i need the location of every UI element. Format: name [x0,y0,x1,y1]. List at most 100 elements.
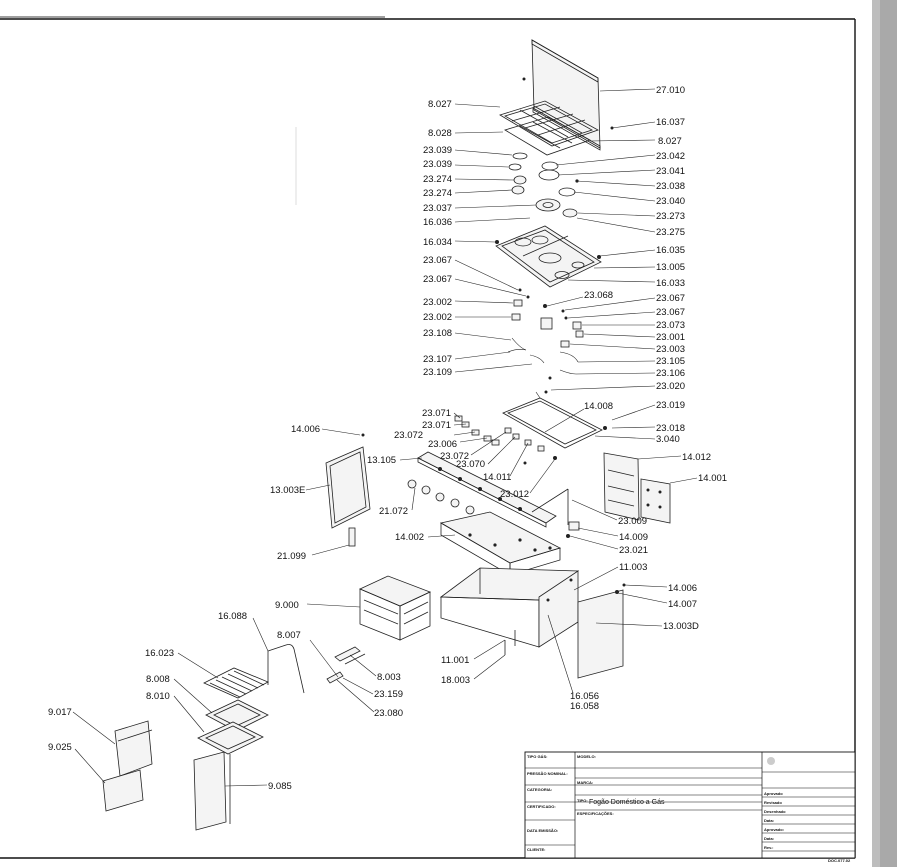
tb-rev: Rev.: [764,845,773,850]
callout-label: 8.027 [658,136,682,147]
callout-label: 23.020 [656,381,685,392]
callouts: 27.010 8.027 16.037 8.028 8.027 23.039 2… [48,85,727,792]
callout-label: 23.107 [423,354,452,365]
callout-label: 16.058 [570,701,599,712]
callout-label: 14.008 [584,401,613,412]
callout-label: 23.041 [656,166,685,177]
adjustable-foot [504,630,516,655]
callout-label: 8.007 [277,630,301,641]
callout-label: 23.274 [423,188,452,199]
right-margin-shadow [880,0,897,867]
company-logo-icon [767,757,775,765]
callout-label: 23.039 [423,145,452,156]
oven-burner [502,391,607,449]
oven-body [439,567,580,648]
gas-valves-stack [507,288,584,394]
callout-label: 9.017 [48,707,72,718]
callout-label: 14.007 [668,599,697,610]
right-side-panel [577,583,626,679]
tb-modelo: MODELO: [577,754,596,759]
tb-data-emissao: DATA EMISSÃO: [527,828,558,833]
callout-label: 9.000 [275,600,299,611]
callout-label: 27.010 [656,85,685,96]
oven-doors [102,720,231,831]
callout-label: 16.088 [218,611,247,622]
callout-label: 16.023 [145,648,174,659]
burner-grates [499,100,599,156]
callout-label: 23.106 [656,368,685,379]
callout-label: 21.099 [277,551,306,562]
callout-label: 23.018 [656,423,685,434]
tb-tipo-value: Fogão Doméstico a Gás [589,799,665,806]
callout-label: 23.067 [423,274,452,285]
callout-label: 14.006 [291,424,320,435]
tb-especificacoes: ESPECIFICAÇÕES: [577,811,614,816]
callout-label: 23.105 [656,356,685,367]
callout-label: 23.067 [423,255,452,266]
callout-label: 8.027 [428,99,452,110]
callout-label: 14.002 [395,532,424,543]
side-frames [603,452,671,524]
callout-label: 23.109 [423,367,452,378]
callout-label: 23.001 [656,332,685,343]
tb-categoria: CATEGORIA: [527,787,552,792]
tb-data2: Data: [764,836,774,841]
tb-doc-code: DOC.077.02 [828,858,851,863]
callout-label: 8.003 [377,672,401,683]
callout-label: 21.072 [379,506,408,517]
callout-label: 14.006 [668,583,697,594]
control-panel [417,451,557,528]
callout-label: 18.003 [441,675,470,686]
callout-label: 14.011 [483,472,511,483]
callout-label: 23.002 [423,297,452,308]
callout-label: 23.067 [656,293,685,304]
cooktop [495,225,602,288]
callout-label: 23.159 [374,689,403,700]
callout-label: 23.012 [500,489,529,500]
tb-data1: Data: [764,818,774,823]
tb-desenhado: Desenhado [764,809,786,814]
oven-rack [203,667,269,699]
tb-cliente: CLIENTE: [527,847,545,852]
tb-marca: MARCA: [577,780,593,785]
callout-label: 16.056 [570,691,599,702]
callout-label: 23.019 [656,400,685,411]
rod-and-bracket [531,488,580,538]
callout-label: 13.003E [270,485,305,496]
tb-certificado: CERTIFICADO: [527,804,556,809]
callout-label: 23.072 [394,430,423,441]
callout-label: 23.275 [656,227,685,238]
callout-label: 23.040 [656,196,685,207]
callout-label: 9.085 [268,781,292,792]
callout-label: 23.038 [656,181,685,192]
callout-label: 23.070 [456,459,485,470]
oven-rod [267,644,305,694]
callout-label: 8.010 [146,691,170,702]
callout-label: 23.021 [619,545,648,556]
callout-label: 16.034 [423,237,452,248]
callout-label: 23.068 [584,290,613,301]
callout-label: 23.037 [423,203,452,214]
callout-label: 14.009 [619,532,648,543]
callout-label: 8.028 [428,128,452,139]
callout-label: 23.073 [656,320,685,331]
callout-label: 11.003 [619,562,647,573]
valve-knob-parts [361,415,557,465]
callout-label: 23.274 [423,174,452,185]
callout-label: 3.040 [656,434,680,445]
tb-tipo: TIPO: [577,798,588,803]
callout-label: 23.072 [440,451,469,462]
oven-cavity [359,575,432,641]
tb-tipo-gas: TIPO GÁS: [527,754,547,759]
callout-label: 23.067 [656,307,685,318]
door-hinge [326,646,366,684]
door-glass-frames [197,699,269,755]
callout-label: 16.035 [656,245,685,256]
callout-label: 13.005 [656,262,685,273]
callout-label: 23.039 [423,159,452,170]
callout-label: 13.105 [367,455,396,466]
callout-label: 23.002 [423,312,452,323]
callout-label: 23.071 [422,408,451,419]
